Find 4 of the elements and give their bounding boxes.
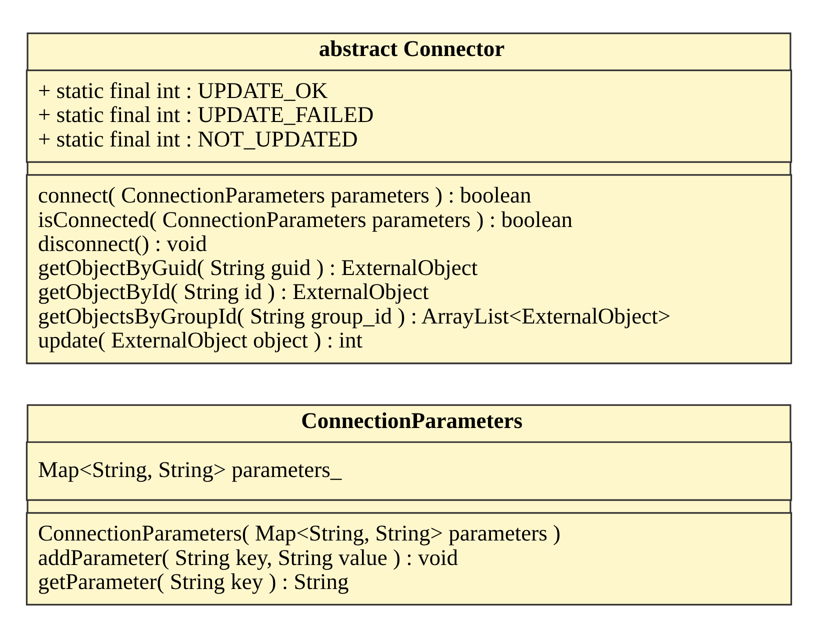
node-box: connect( ConnectionParameters parameters ) : boolean isConnected( ConnectionParameters parameters ) : boolean disconnect() : void getObjectByGuid( String guid ) : ExternalObject getObjectById( String id ) : ExternalObject getObjectsByGroupId( String group_id ) : ArrayList<ExternalObject> update( ExternalObject object ) : int xyxy=(26,174,792,364)
node-box: Map<String, String> parameters_ xyxy=(26,440,792,500)
node-box: + static final int : UPDATE_OK + static final int : UPDATE_FAILED + static final int : NOT_UPDATED xyxy=(26,69,792,162)
node-box: ConnectionParameters( Map<String, String> parameters ) addParameter( String key, String value ) : void getParameter( String key ) : String xyxy=(26,512,792,605)
